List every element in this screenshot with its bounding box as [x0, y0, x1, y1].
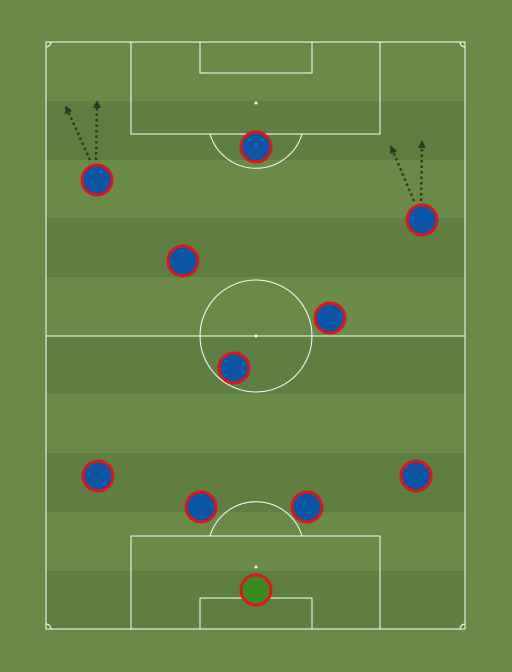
- player-marker[interactable]: [166, 244, 200, 278]
- player-marker[interactable]: [239, 130, 273, 164]
- player-marker[interactable]: [290, 490, 324, 524]
- run-arrow: [389, 145, 416, 202]
- top-penalty-spot: [254, 101, 258, 105]
- corner-arc-top-right: [459, 41, 466, 48]
- player-marker[interactable]: [399, 459, 433, 493]
- centre-circle: [199, 279, 313, 393]
- top-penalty-arc: [209, 133, 303, 169]
- run-arrow: [64, 105, 92, 161]
- bottom-penalty-arc: [209, 501, 303, 537]
- player-marker[interactable]: [217, 351, 251, 385]
- centre-spot: [254, 334, 258, 338]
- run-arrows: [64, 100, 426, 202]
- pitch-stripe: [46, 218, 465, 277]
- top-goal-area: [199, 41, 313, 74]
- bottom-penalty-spot: [254, 565, 258, 569]
- player-marker[interactable]: [80, 163, 114, 197]
- player-marker[interactable]: [405, 203, 439, 237]
- corner-arc-top-left: [45, 41, 52, 48]
- player-marker[interactable]: [184, 490, 218, 524]
- run-arrow: [417, 140, 426, 202]
- player-marker[interactable]: [81, 459, 115, 493]
- pitch-stripe: [46, 336, 465, 394]
- run-arrow: [92, 100, 101, 161]
- corner-arc-bottom-left: [45, 623, 52, 630]
- player-marker[interactable]: [313, 301, 347, 335]
- pitch-spots: [254, 101, 258, 569]
- player-markers: [80, 130, 439, 607]
- goalkeeper-marker[interactable]: [239, 573, 273, 607]
- corner-arc-bottom-right: [459, 623, 466, 630]
